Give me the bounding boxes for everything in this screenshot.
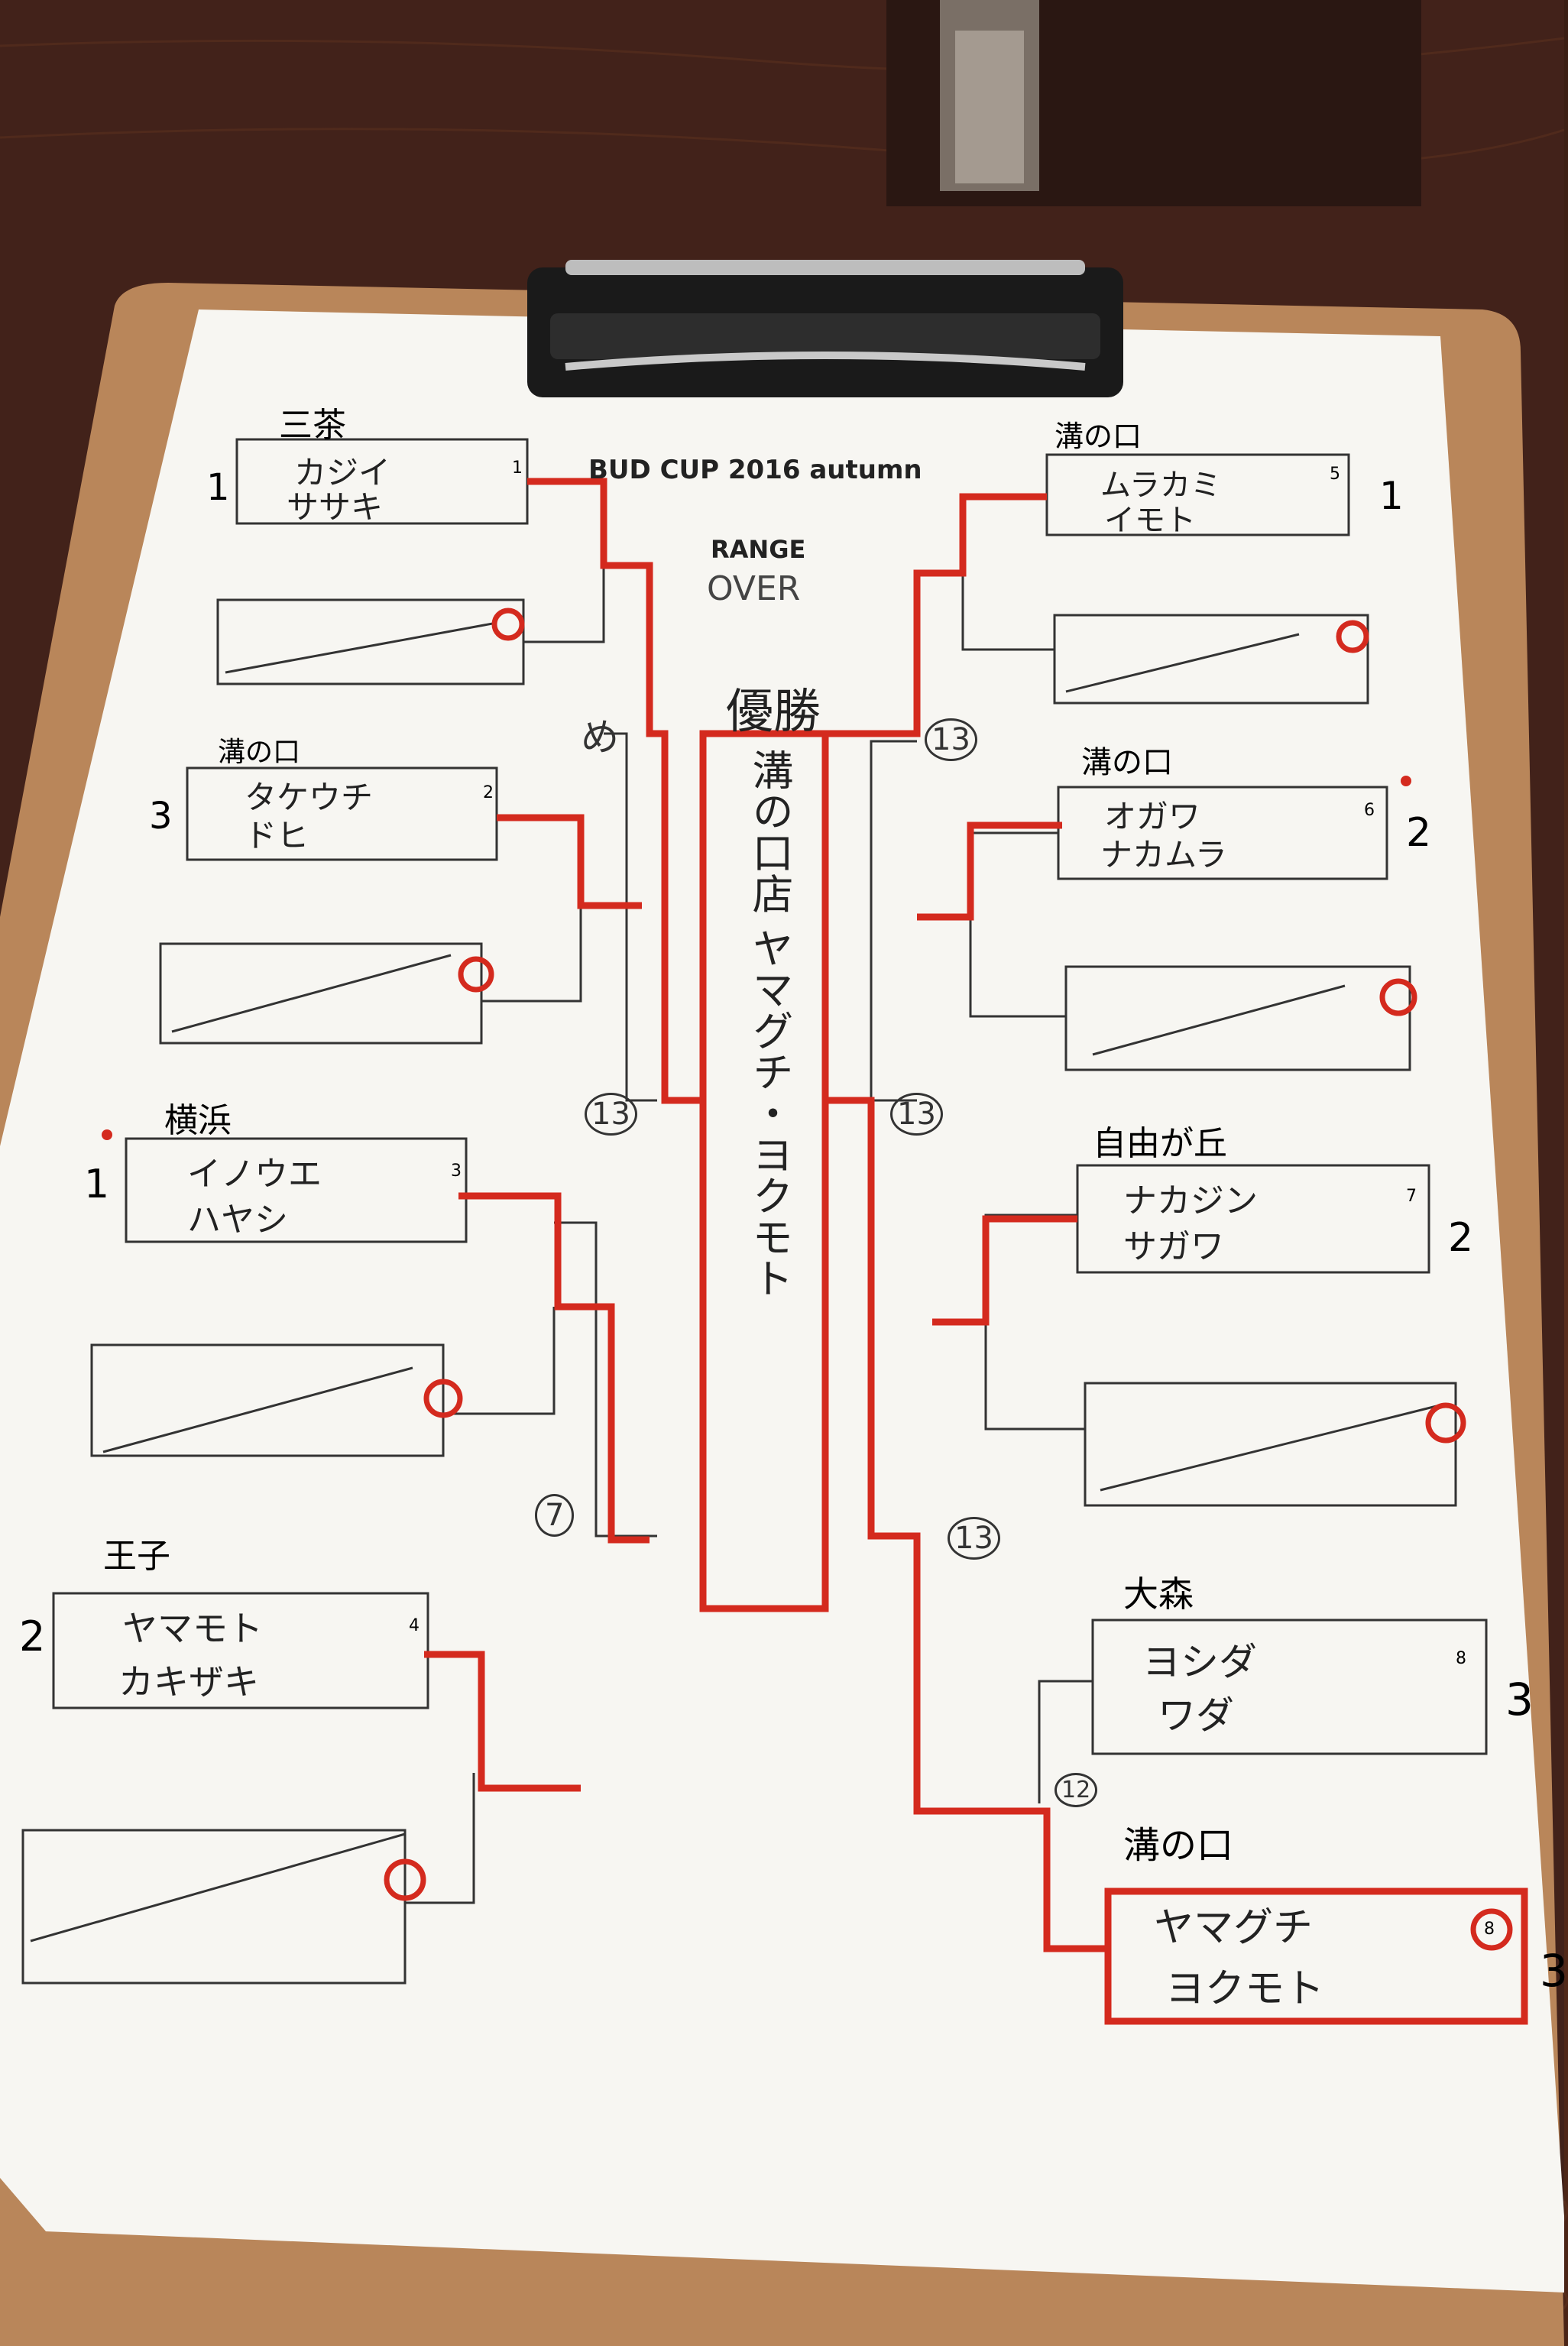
player-name: ヨシダ	[1142, 1640, 1257, 1684]
player-name: サガワ	[1123, 1227, 1224, 1266]
store-label: 溝の口	[1123, 1824, 1234, 1867]
format-label: RANGE	[711, 535, 806, 564]
player-name: イモト	[1104, 503, 1196, 538]
score: 3	[149, 795, 173, 838]
store-label: 溝の口	[1081, 745, 1173, 780]
champion-name: 溝の口店 ヤマグチ・ヨクモト	[745, 749, 793, 1299]
match-mark: 13	[925, 718, 977, 761]
seed-number: 4	[409, 1616, 420, 1635]
player-name: カキザキ	[118, 1661, 259, 1703]
match-mark: 13	[890, 1093, 943, 1136]
store-label: 溝の口	[218, 737, 301, 768]
seed-number: 1	[512, 459, 523, 478]
score: 1	[1379, 474, 1404, 518]
player-name: ヤマモト	[122, 1608, 263, 1649]
score: 2	[1448, 1215, 1474, 1261]
match-mark: 13	[585, 1093, 637, 1136]
player-name: ワダ	[1158, 1693, 1234, 1738]
seed-number: 8	[1484, 1920, 1495, 1939]
match-mark: 7	[535, 1494, 575, 1537]
score: 1	[84, 1162, 110, 1207]
champion-label: 優勝	[726, 683, 821, 739]
format-sub-label: OVER	[707, 569, 801, 608]
score: 3	[1540, 1945, 1568, 1997]
player-name: ハヤシ	[187, 1201, 288, 1239]
score: 3	[1505, 1674, 1534, 1725]
seed-number: 6	[1364, 801, 1375, 820]
sheet-title: BUD CUP 2016 autumn	[588, 455, 922, 485]
store-label: 王子	[103, 1537, 170, 1576]
player-name: ヨクモト	[1165, 1966, 1325, 2012]
player-name: ムラカミ	[1100, 468, 1221, 503]
seed-number: 8	[1456, 1649, 1466, 1668]
player-name: イノウエ	[187, 1155, 322, 1194]
score: 1	[206, 466, 230, 509]
player-name: カジイ	[294, 454, 391, 491]
player-name: タケウチ	[245, 779, 374, 816]
seed-number: 3	[451, 1162, 462, 1181]
player-name: ヤマグチ	[1154, 1905, 1314, 1951]
match-mark: め	[581, 715, 619, 760]
store-label: 三茶	[279, 406, 346, 445]
store-label: 自由が丘	[1093, 1124, 1227, 1163]
seed-number: 7	[1406, 1187, 1417, 1206]
match-mark: 13	[948, 1517, 1000, 1560]
player-name: ドヒ	[245, 817, 309, 854]
player-name: オガワ	[1104, 798, 1201, 835]
store-label: 溝の口	[1055, 420, 1142, 453]
player-name: ナカムラ	[1100, 836, 1227, 873]
seed-number: 2	[483, 783, 494, 802]
clipboard-clip	[527, 260, 1123, 397]
score: 2	[19, 1612, 46, 1661]
store-label: 横浜	[164, 1101, 232, 1140]
player-name: ササキ	[287, 488, 384, 526]
store-label: 大森	[1123, 1573, 1194, 1615]
player-name: ナカジン	[1123, 1181, 1258, 1220]
score: 2	[1406, 810, 1432, 856]
seed-number: 5	[1330, 465, 1340, 484]
match-mark: 12	[1055, 1773, 1098, 1807]
